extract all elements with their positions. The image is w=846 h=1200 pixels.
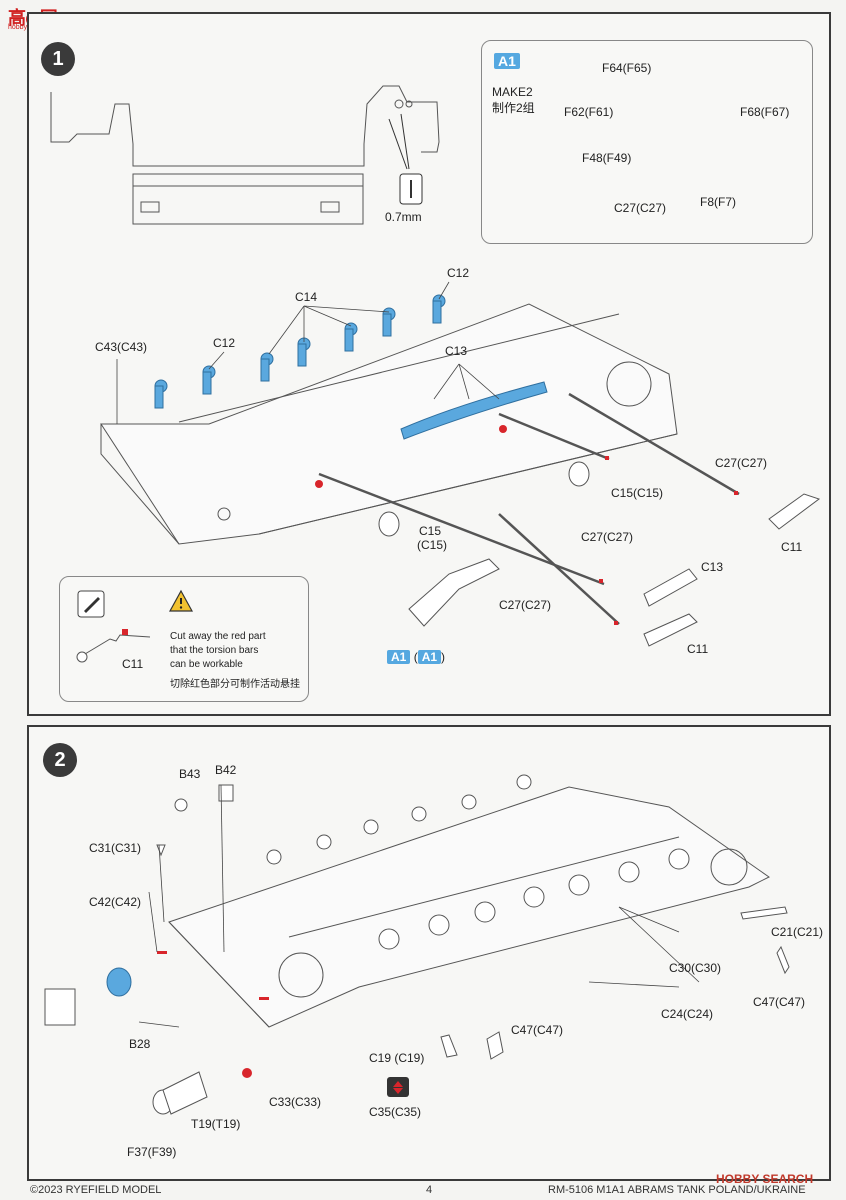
make-count-cn: 制作2组 <box>492 101 535 115</box>
a1-badge: A1 <box>494 53 520 69</box>
note-line-1: Cut away the red part <box>170 631 266 642</box>
part-label-c15-left: C15 <box>419 524 442 538</box>
a1-reference: A1 (A1) <box>387 650 445 664</box>
part-label-c33: C33(C33) <box>269 1095 322 1109</box>
part-label-c13-top: C13 <box>445 344 468 358</box>
part-label-f64: F64(F65) <box>602 61 652 75</box>
part-label-c12-left: C12 <box>213 336 236 350</box>
cutting-note-box: C11 Cut away the red part that the torsi… <box>59 576 309 702</box>
note-line-2: that the torsion bars <box>170 645 259 656</box>
part-label-c14: C14 <box>295 290 318 304</box>
part-label-f68: F68(F67) <box>740 105 790 119</box>
torsion-bars <box>318 392 740 625</box>
part-label-c27-low: C27(C27) <box>499 598 552 612</box>
part-label-c24: C24(C24) <box>661 1007 714 1021</box>
red-markers <box>315 425 738 625</box>
hull-lower-assembly <box>168 786 770 1028</box>
part-label-c27-mid: C27(C27) <box>581 530 634 544</box>
part-label-c11-low: C11 <box>687 642 709 656</box>
part-label-c27-right: C27(C27) <box>715 456 768 470</box>
a1-ref-badge-alt: A1 <box>417 650 442 664</box>
part-label-b43: B43 <box>179 767 201 781</box>
leader-lines <box>138 784 700 1028</box>
warning-icon <box>168 589 194 612</box>
part-label-c19: C19 (C19) <box>369 1051 425 1065</box>
part-label-f8: F8(F7) <box>700 195 736 209</box>
part-label-c43: C43(C43) <box>95 340 148 354</box>
part-label-f37: F37(F39) <box>127 1145 177 1159</box>
road-wheels <box>378 461 821 647</box>
c35-icon <box>387 1077 409 1097</box>
part-label-c15-left-paren: (C15) <box>417 538 448 552</box>
part-label-c30: C30(C30) <box>669 961 722 975</box>
part-label-b42: B42 <box>215 763 237 777</box>
step-1-drawing <box>50 71 821 647</box>
hobby-search-logo: HOBBY SEARCH <box>716 1172 814 1186</box>
hull-rear-view <box>50 85 440 225</box>
part-label-c31: C31(C31) <box>89 841 142 855</box>
part-label-c15-right: C15(C15) <box>611 486 664 500</box>
leader-lines <box>116 281 500 424</box>
step-number: 2 <box>43 743 77 777</box>
blue-suspension-arms <box>154 294 548 440</box>
part-label-c27: C27(C27) <box>614 201 667 215</box>
drive-sprocket <box>106 967 132 997</box>
hull-side-assembly <box>100 303 678 545</box>
red-markers <box>157 951 269 1078</box>
part-label-c12-top: C12 <box>447 266 470 280</box>
part-label-c13-lower: C13 <box>701 560 724 574</box>
a1-ref-badge: A1 <box>387 650 411 664</box>
part-label-c35: C35(C35) <box>369 1105 422 1119</box>
drill-icon <box>388 113 423 205</box>
part-label-c21: C21(C21) <box>771 925 824 939</box>
note-line-cn: 切除红色部分可制作活动悬挂 <box>170 679 300 690</box>
part-label-f62: F62(F61) <box>564 105 614 119</box>
step-number: 1 <box>41 42 75 76</box>
idler-wheels-row <box>266 774 690 950</box>
a1-ref-close: ) <box>441 650 446 664</box>
footer-kit-title: RM-5106 M1A1 ABRAMS TANK POLAND/UKRAINE <box>548 1184 806 1196</box>
part-label-c11-right: C11 <box>781 540 803 554</box>
part-label-b28: B28 <box>129 1037 151 1051</box>
step-2-panel: 2 <box>27 725 831 1181</box>
step-2-drawing <box>44 774 790 1115</box>
note-drawing <box>76 590 151 663</box>
part-label-t19: T19(T19) <box>191 1117 241 1131</box>
note-line-3: can be workable <box>170 659 243 670</box>
footer-page-number: 4 <box>426 1184 433 1196</box>
drill-size-label: 0.7mm <box>385 210 422 224</box>
make-count-en: MAKE2 <box>492 85 533 99</box>
part-label-f48: F48(F49) <box>582 151 632 165</box>
note-part-label: C11 <box>122 657 144 671</box>
part-label-c47-right: C47(C47) <box>753 995 806 1009</box>
part-label-c47-mid: C47(C47) <box>511 1023 564 1037</box>
a1-ref-open: ( <box>413 650 418 664</box>
footer-copyright: ©2023 RYEFIELD MODEL <box>30 1184 162 1196</box>
step-1-panel: 1 <box>27 12 831 716</box>
a1-subassembly-box: A1 MAKE2 制作2组 F64(F65) F62(F61) F68(F67)… <box>481 40 813 244</box>
part-label-c42: C42(C42) <box>89 895 142 909</box>
small-parts <box>44 784 790 1115</box>
